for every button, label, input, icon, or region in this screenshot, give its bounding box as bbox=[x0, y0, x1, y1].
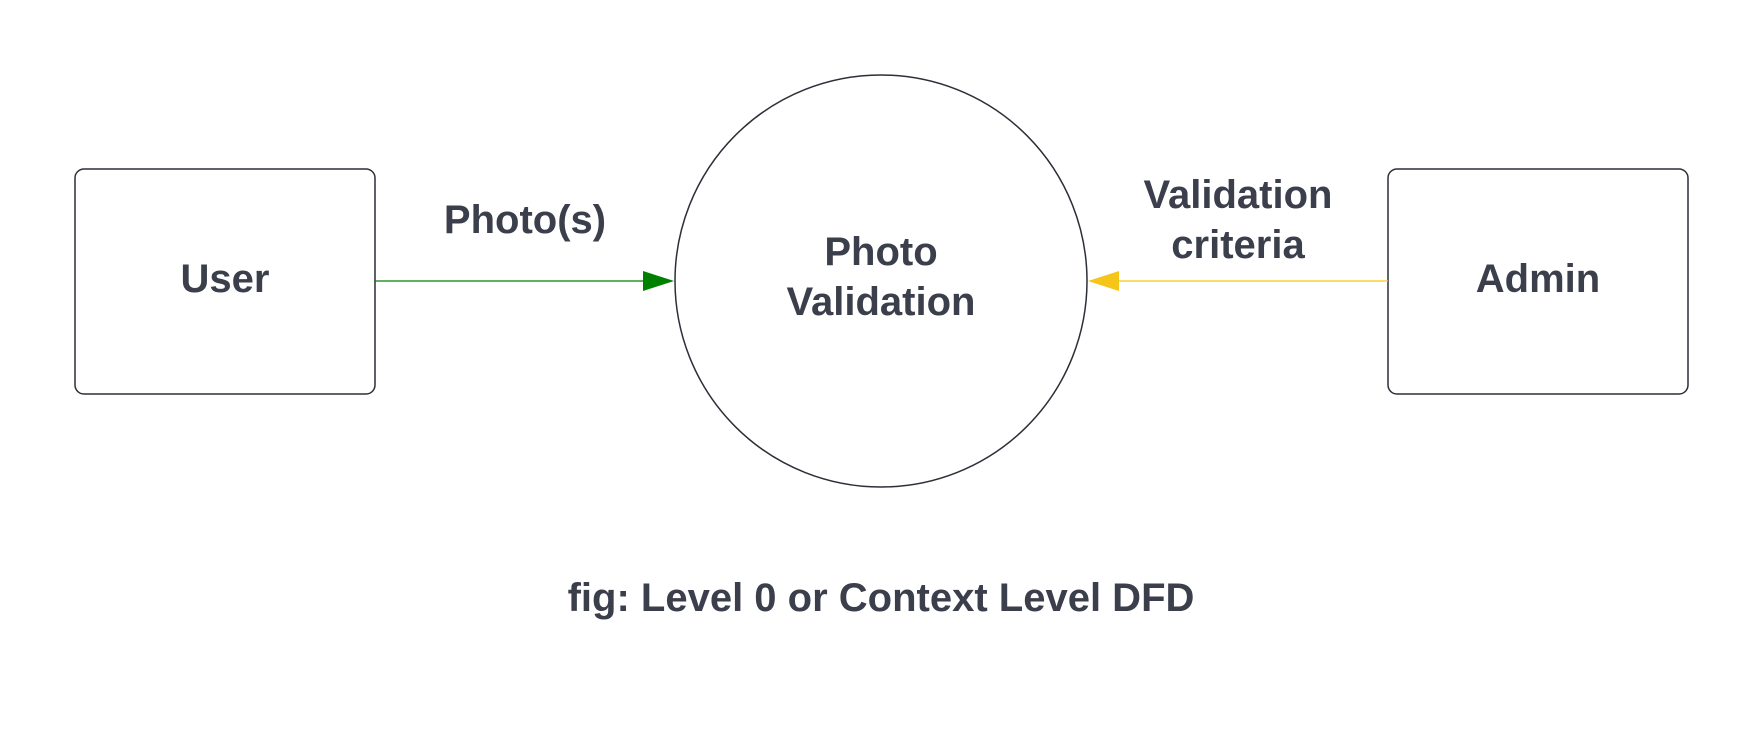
figure-caption: fig: Level 0 or Context Level DFD bbox=[568, 576, 1195, 620]
flow-photos: Photo(s) bbox=[375, 198, 674, 291]
flow-criteria-arrowhead bbox=[1088, 271, 1119, 291]
entity-user: User bbox=[74, 168, 376, 395]
process-photo-validation: Photo Validation bbox=[674, 74, 1088, 488]
process-label-line2: Validation bbox=[787, 280, 976, 324]
process-label-line1: Photo bbox=[824, 230, 937, 274]
flow-photos-label: Photo(s) bbox=[444, 198, 606, 242]
entity-admin: Admin bbox=[1387, 168, 1689, 395]
flow-validation-criteria: Validation criteria bbox=[1088, 173, 1388, 291]
flow-criteria-label-line2: criteria bbox=[1171, 223, 1305, 267]
process-circle bbox=[674, 74, 1088, 488]
entity-admin-label: Admin bbox=[1476, 257, 1600, 301]
flow-photos-arrowhead bbox=[643, 271, 674, 291]
entity-user-label: User bbox=[181, 257, 270, 301]
flow-criteria-label-line1: Validation bbox=[1144, 173, 1333, 217]
